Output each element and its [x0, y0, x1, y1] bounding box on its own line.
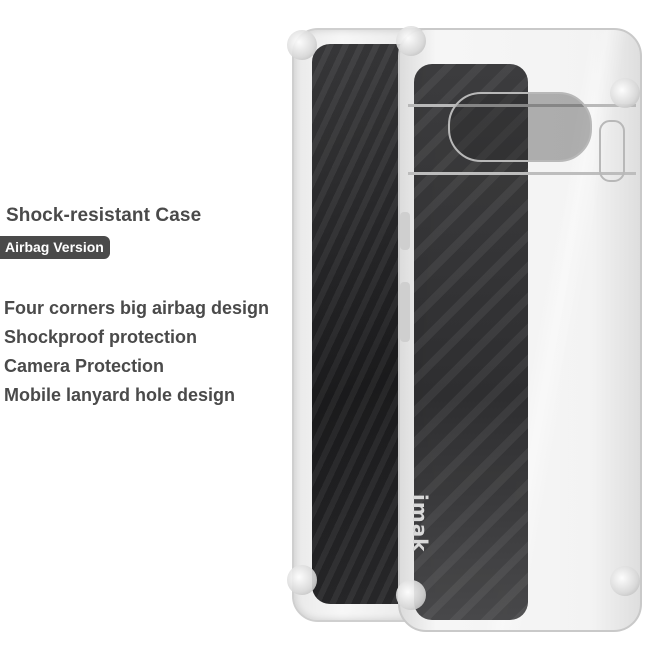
airbag-corner-icon — [396, 26, 426, 56]
feature-item: Four corners big airbag design — [4, 298, 270, 318]
feature-item: Camera Protection — [4, 356, 165, 376]
airbag-corner-icon — [396, 580, 426, 610]
airbag-corner-icon — [610, 78, 640, 108]
airbag-corner-icon — [287, 565, 317, 595]
camera-cutout-icon — [448, 92, 592, 162]
version-badge: Airbag Version — [0, 236, 110, 259]
airbag-corner-icon — [287, 30, 317, 60]
camera-bar-edge — [408, 172, 636, 175]
airbag-corner-icon — [610, 566, 640, 596]
feature-list: Four corners big airbag design Shockproo… — [4, 296, 269, 412]
flash-cutout-icon — [599, 120, 625, 182]
camera-bar-edge — [408, 104, 636, 107]
product-title: Shock-resistant Case — [6, 205, 202, 226]
brand-logo: imak — [408, 494, 432, 553]
side-button — [400, 282, 410, 342]
phone-case-back-view — [398, 28, 642, 632]
feature-item: Mobile lanyard hole design — [4, 385, 236, 405]
side-button — [400, 212, 410, 250]
feature-item: Shockproof protection — [4, 327, 197, 347]
